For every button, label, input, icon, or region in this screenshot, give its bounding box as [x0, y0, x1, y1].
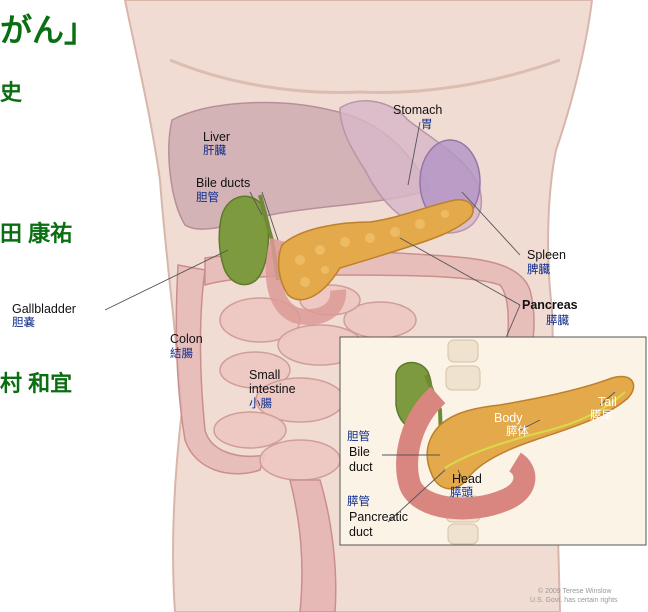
- label-pancreas-jp: 膵臓: [546, 315, 569, 327]
- inset-label-bile-duct-1: Bile: [349, 446, 370, 459]
- inset-label-pancreatic-duct-jp: 膵管: [347, 496, 370, 508]
- inset-label-tail-jp: 膵尾: [590, 410, 613, 422]
- slide-title-fragment: がん」: [0, 5, 96, 51]
- inset-label-bile-duct-2: duct: [349, 461, 373, 474]
- label-spleen: Spleen: [527, 249, 566, 262]
- inset-label-body: Body: [494, 412, 523, 425]
- label-gallbladder: Gallbladder: [12, 303, 76, 316]
- inset-label-pancreatic-duct-1: Pancreatic: [349, 511, 408, 524]
- label-bile-ducts-jp: 胆管: [196, 192, 219, 204]
- slide-line2-fragment: 史: [0, 75, 22, 107]
- inset-label-body-jp: 膵体: [506, 426, 529, 438]
- presenter-name-1: 田 康祐: [0, 216, 72, 248]
- label-pancreas: Pancreas: [522, 299, 578, 312]
- credit-line-1: © 2009 Terese Winslow: [538, 588, 612, 596]
- label-bile-ducts: Bile ducts: [196, 177, 250, 190]
- inset-label-head: Head: [452, 473, 482, 486]
- label-colon: Colon: [170, 333, 203, 346]
- label-small-intestine-1: Small: [249, 369, 280, 382]
- label-small-intestine-2: intestine: [249, 383, 296, 396]
- label-spleen-jp: 脾臓: [527, 264, 550, 276]
- inset-label-bile-duct-jp: 胆管: [347, 431, 370, 443]
- inset-label-pancreatic-duct-2: duct: [349, 526, 373, 539]
- label-small-intestine-jp: 小腸: [249, 398, 272, 410]
- label-stomach-jp: 胃: [421, 119, 433, 131]
- inset-label-head-jp: 膵頭: [450, 487, 473, 499]
- label-gallbladder-jp: 胆嚢: [12, 317, 35, 329]
- label-liver: Liver: [203, 131, 230, 144]
- label-stomach: Stomach: [393, 104, 442, 117]
- credit-line-2: U.S. Govt. has certain rights: [530, 597, 618, 605]
- inset-label-tail: Tail: [598, 396, 617, 409]
- label-colon-jp: 結腸: [170, 348, 193, 360]
- gallbladder: [219, 196, 268, 284]
- label-liver-jp: 肝臓: [203, 145, 226, 157]
- presenter-name-2: 村 和宜: [0, 366, 72, 398]
